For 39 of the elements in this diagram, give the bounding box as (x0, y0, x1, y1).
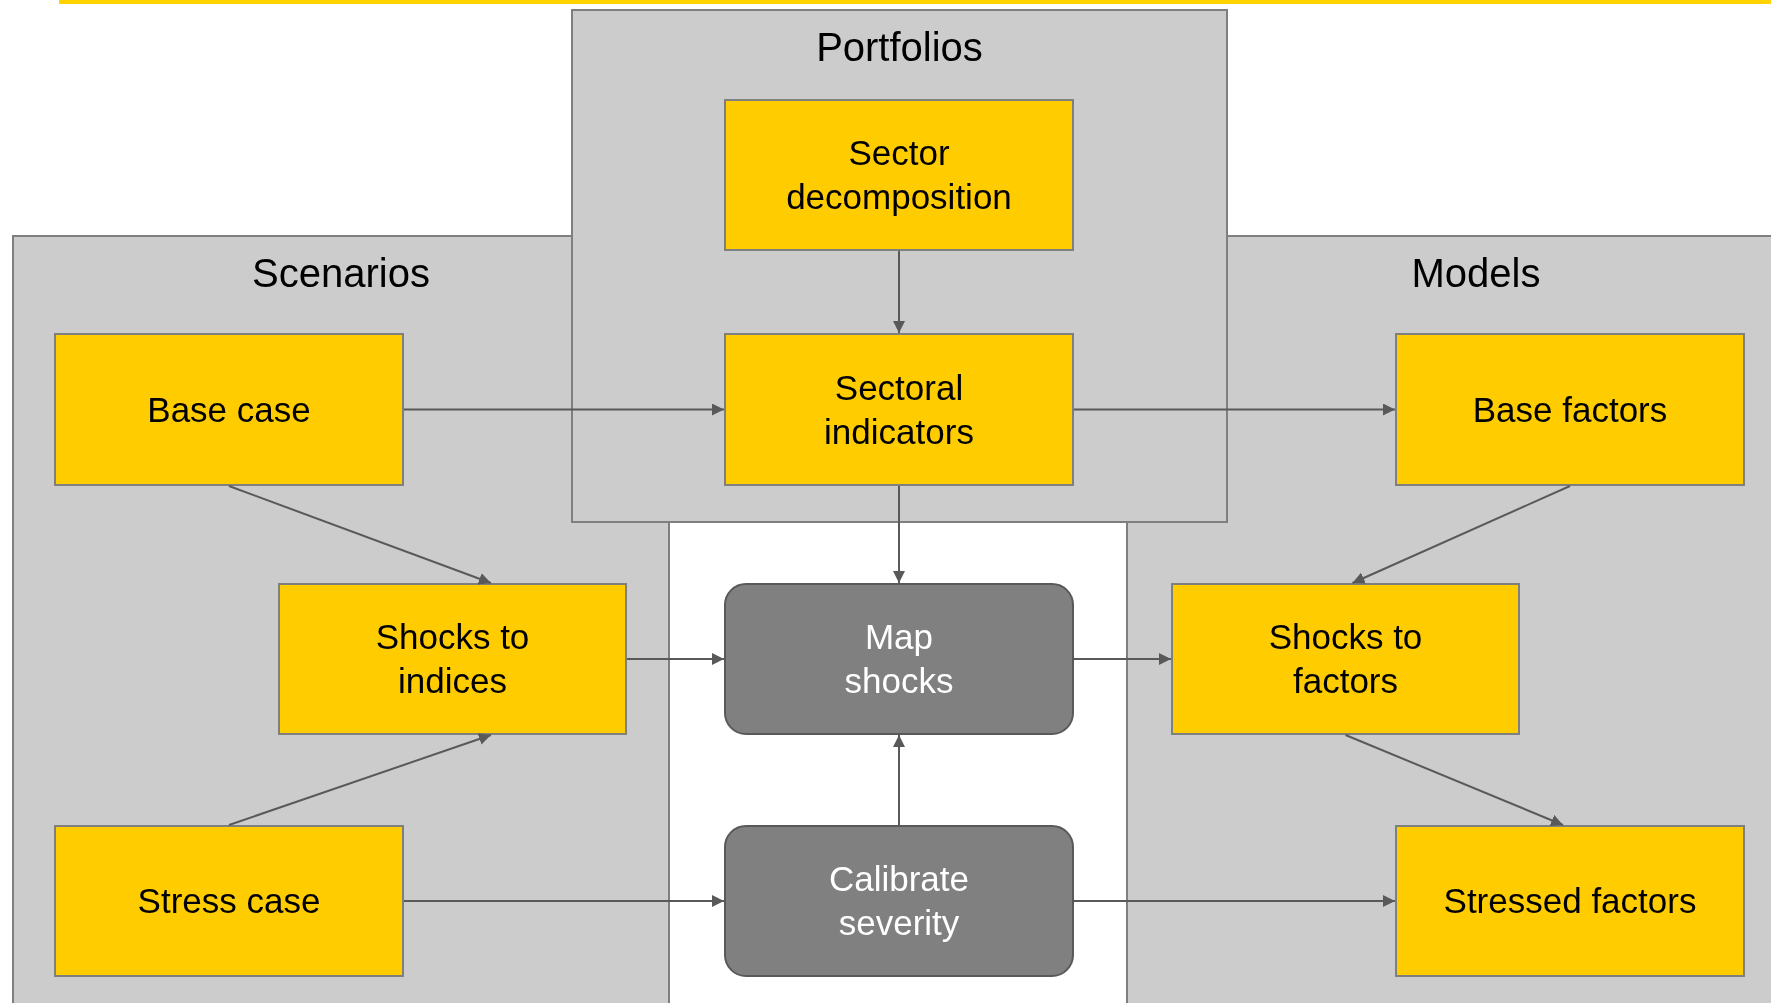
node-label: Base case (147, 388, 311, 431)
panel-heading: Portfolios (816, 24, 983, 71)
arrow (893, 250, 905, 334)
node-label: Stressed factors (1443, 880, 1697, 923)
process-box (1395, 333, 1745, 486)
arrow (893, 485, 905, 584)
arrow (403, 403, 725, 416)
arrow (626, 653, 725, 665)
node-label: Sector decomposition (785, 132, 1013, 218)
arrow (1073, 403, 1396, 416)
arrow (1344, 734, 1564, 826)
process-box (1395, 825, 1745, 977)
arrow (228, 485, 492, 585)
process-box (724, 333, 1074, 486)
operation-box (724, 825, 1074, 977)
process-box (1171, 583, 1520, 735)
arrow (1073, 653, 1172, 665)
arrow (1073, 895, 1396, 907)
process-box (54, 825, 404, 977)
group-panel (12, 235, 670, 1003)
node-label: Shocks to factors (1267, 616, 1424, 702)
arrow (403, 895, 725, 907)
arrow (1351, 485, 1571, 584)
panel-heading: Scenarios (252, 250, 430, 297)
process-box (54, 333, 404, 486)
node-label: Calibrate severity (827, 858, 971, 944)
node-label: Shocks to indices (374, 616, 531, 702)
process-box (724, 99, 1074, 251)
node-label: Map shocks (843, 616, 955, 702)
panel-heading: Models (1411, 250, 1541, 297)
group-panel (1126, 235, 1771, 1003)
node-label: Sectoral indicators (823, 366, 975, 453)
arrow (893, 734, 905, 826)
node-label: Stress case (137, 880, 321, 923)
operation-box (724, 583, 1074, 735)
process-box (278, 583, 627, 735)
arrow (228, 733, 492, 826)
group-panel (571, 9, 1228, 523)
node-label: Base factors (1472, 388, 1668, 431)
